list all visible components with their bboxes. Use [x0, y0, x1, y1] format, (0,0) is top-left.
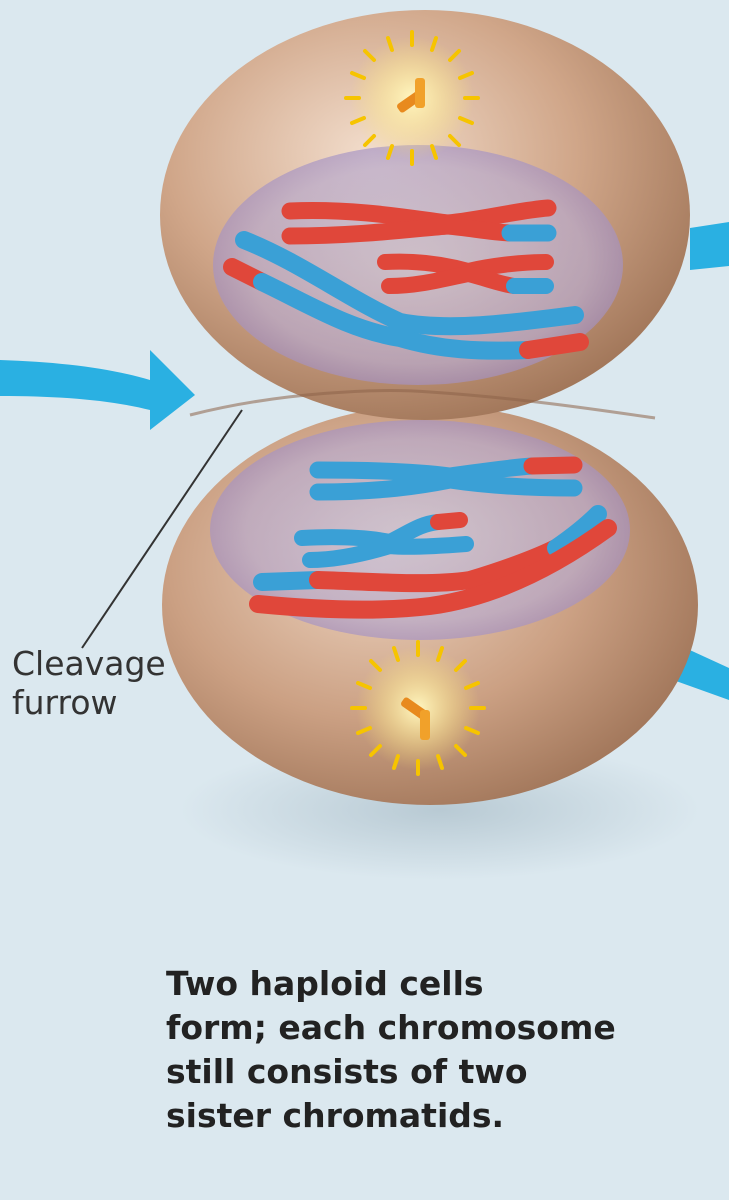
chromosome-top-1 [281, 199, 557, 245]
chromosome-top-3 [223, 231, 589, 360]
caption-line-3: still consists of two [166, 1052, 528, 1091]
cleavage-furrow [189, 389, 656, 420]
chromosome-top-2 [377, 253, 554, 294]
centrosome-top-icon [344, 30, 480, 166]
caption-line-1: Two haploid cells [166, 964, 484, 1003]
outgoing-arrow-top-icon [690, 222, 729, 270]
incoming-arrow-icon [0, 350, 195, 430]
cleavage-furrow-label: Cleavage furrow [12, 644, 166, 722]
caption: Two haploid cells form; each chromosome … [166, 962, 706, 1138]
chromosome-bottom-2 [294, 512, 474, 568]
cleavage-furrow-leader-line [81, 409, 243, 649]
chromosome-bottom-3 [249, 505, 617, 619]
caption-line-2: form; each chromosome [166, 1008, 616, 1047]
label-line-2: furrow [12, 683, 118, 722]
top-chromosomes [223, 199, 589, 360]
label-line-1: Cleavage [12, 644, 166, 683]
chromosome-bottom-1 [309, 456, 583, 501]
caption-line-4: sister chromatids. [166, 1096, 505, 1135]
bottom-chromosomes [249, 456, 617, 619]
centrosome-bottom-icon [350, 640, 486, 776]
